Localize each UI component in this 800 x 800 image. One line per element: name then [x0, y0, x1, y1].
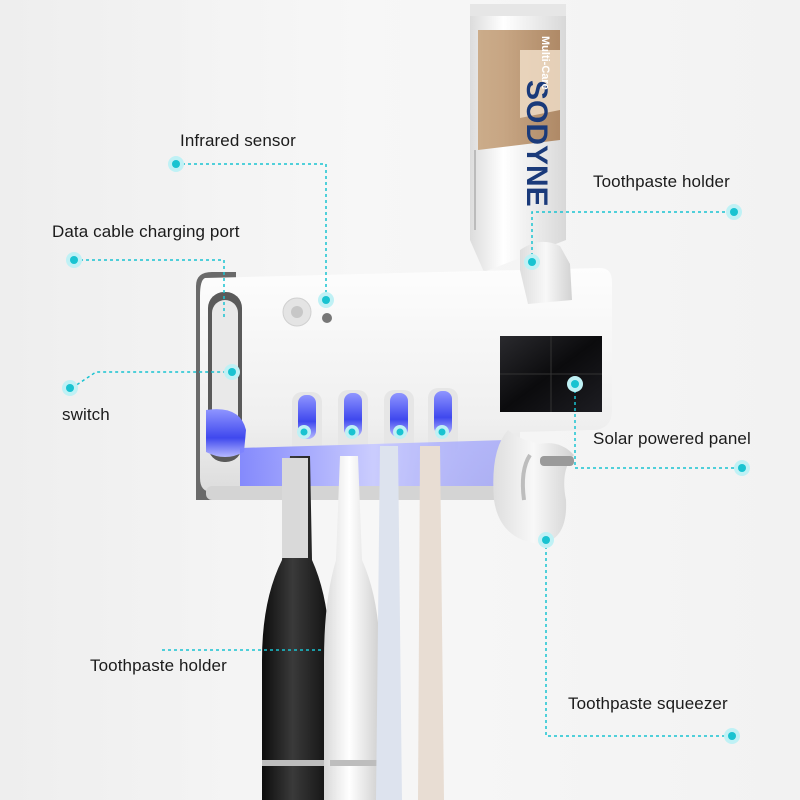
solar-panel — [500, 336, 602, 412]
toothpaste-holder-top-marker — [524, 204, 742, 270]
toothpaste-holder-top-label: Toothpaste holder — [593, 172, 730, 191]
solar-panel-marker — [567, 376, 750, 476]
squeezer-lever — [493, 430, 574, 544]
data-cable-port-label: Data cable charging port — [52, 222, 240, 241]
dispenser-body — [196, 241, 612, 544]
charging-port-marker — [66, 252, 82, 268]
toothpaste-squeezer-label: Toothpaste squeezer — [568, 694, 728, 713]
callout-lines — [71, 163, 742, 737]
toothpaste-variant: Multi-Care — [539, 36, 551, 90]
infrared-sensor-marker — [168, 156, 334, 308]
toothpaste-squeezer-marker — [538, 532, 740, 744]
toothbrushes — [262, 446, 444, 800]
infrared-sensor-label: Infrared sensor — [180, 131, 296, 150]
toothpaste-brand: SODYNE — [520, 80, 553, 207]
callout-dots — [62, 156, 750, 744]
toothpaste-tube — [470, 4, 566, 272]
solar-panel-label: Solar powered panel — [593, 429, 751, 448]
toothpaste-holder-bottom-label: Toothpaste holder — [90, 656, 227, 675]
brush-slot-markers — [297, 425, 449, 439]
switch-label: switch — [62, 405, 110, 424]
brush-slots — [292, 388, 458, 456]
switch-marker — [62, 364, 240, 396]
